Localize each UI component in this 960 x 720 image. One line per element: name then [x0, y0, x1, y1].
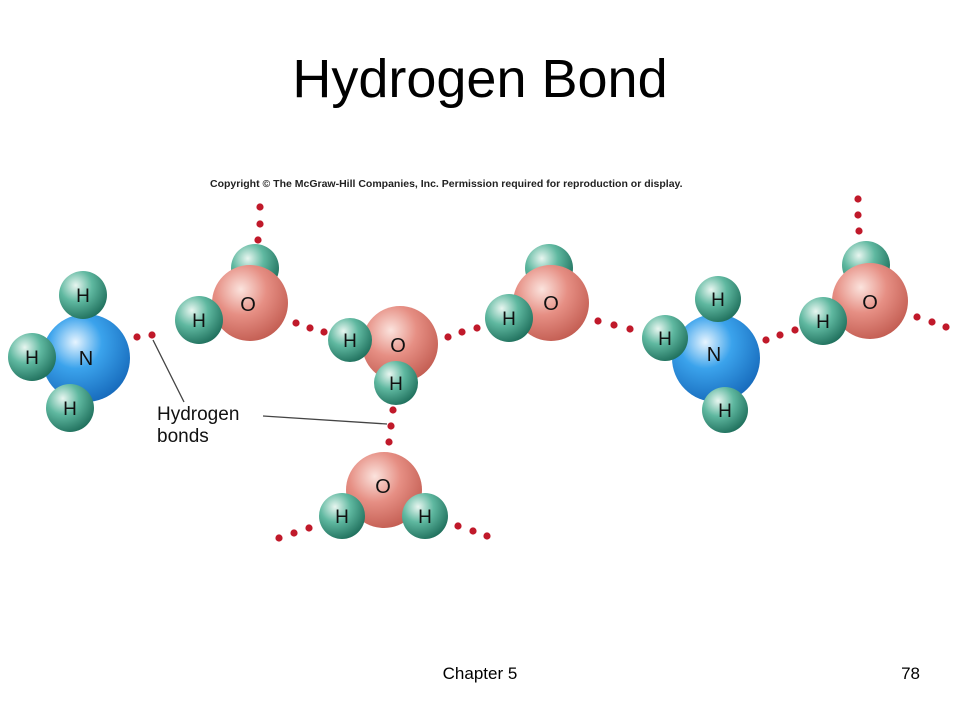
atom-label: O: [240, 294, 256, 316]
callout-label-line1: Hydrogen: [157, 404, 239, 425]
hydrogen-bond-dots: [133, 195, 950, 542]
atom-label: H: [711, 290, 725, 311]
atom-label: H: [389, 374, 403, 395]
atom-label: H: [192, 311, 206, 332]
atom-label: N: [707, 344, 721, 366]
page-number: 78: [901, 664, 920, 683]
atom-label: O: [862, 292, 878, 314]
atom-label: H: [25, 348, 39, 369]
ammonia-molecule-right: N H H H: [642, 276, 760, 433]
atom-label: H: [418, 507, 432, 528]
water-molecule-3: O H: [485, 244, 589, 342]
atom-label: N: [79, 348, 93, 370]
atom-label: O: [390, 335, 406, 357]
atom-label: H: [658, 329, 672, 350]
atom-label: H: [63, 399, 77, 420]
callout-label-line2: bonds: [157, 426, 209, 447]
atom-label: H: [718, 401, 732, 422]
ammonia-molecule-left: N H H H: [8, 271, 130, 432]
atom-label: O: [543, 293, 559, 315]
water-molecule-4: O H H: [319, 452, 448, 539]
atom-label: H: [335, 507, 349, 528]
water-molecule-5: O H: [799, 241, 908, 345]
water-molecule-1: O H: [175, 244, 288, 344]
copyright-notice: Copyright © The McGraw-Hill Companies, I…: [210, 178, 683, 190]
atom-label: H: [76, 286, 90, 307]
atom-label: H: [816, 312, 830, 333]
atom-label: H: [343, 331, 357, 352]
slide-title: Hydrogen Bond: [292, 49, 668, 109]
footer-chapter: Chapter 5: [442, 664, 518, 683]
atom-label: H: [502, 309, 516, 330]
atom-label: O: [375, 476, 391, 498]
water-molecule-2: O H H: [328, 306, 438, 405]
callout-leader-lines: [152, 339, 388, 425]
